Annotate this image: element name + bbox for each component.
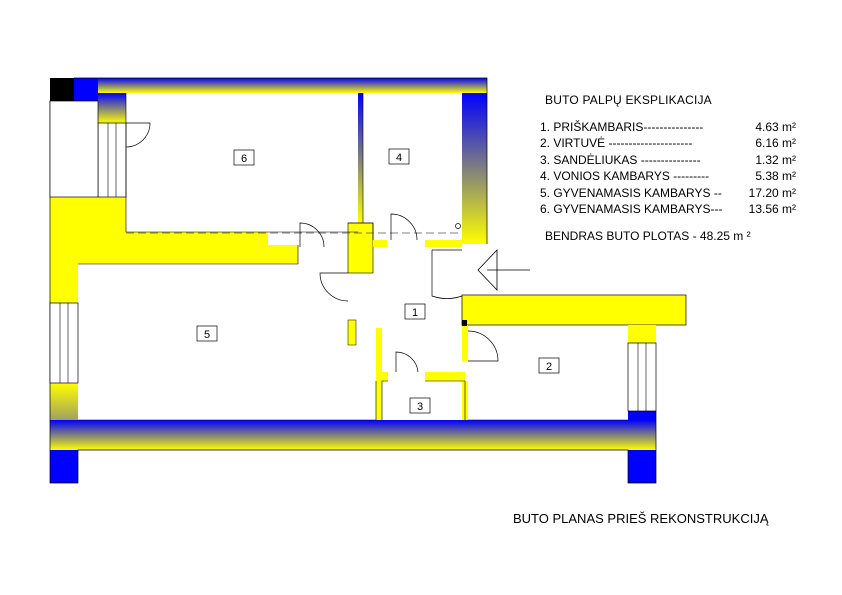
room-area: 4.63 m² (755, 120, 796, 134)
room-number-4: 4 (396, 152, 402, 164)
room-labels: 6 4 1 5 2 3 (196, 148, 560, 414)
room-number-2: 2 (546, 361, 552, 373)
room-area: 5.38 m² (755, 169, 796, 184)
window-right (627, 342, 657, 412)
exterior-walls (49, 77, 687, 484)
room-area: 1.32 m² (755, 152, 796, 167)
room-area: 6.16 m² (755, 136, 796, 151)
legend-title: BUTO PALPŲ EKSPLIKACIJA (545, 93, 712, 107)
room-number-1: 1 (412, 307, 418, 319)
list-item: 4. VONIOS KAMBARYS --------- 5.38 m² (540, 168, 796, 184)
window-left-upper (97, 122, 127, 198)
room-name: 4. VONIOS KAMBARYS --------- (540, 169, 710, 184)
entry-arrow-icon (477, 248, 530, 292)
windows (49, 100, 657, 412)
doors (125, 122, 499, 373)
list-item: 6. GYVENAMASIS KAMBARYS--- 13.56 m² (540, 201, 796, 217)
room-number-6: 6 (241, 153, 247, 165)
room-area: 17.20 m² (748, 185, 796, 200)
room-area-list: 1. PRIŠKAMBARIS--------------- 4.63 m² 2… (540, 119, 796, 217)
list-item: 5. GYVENAMASIS KAMBARYS -- 17.20 m² (540, 185, 796, 201)
room-name: 1. PRIŠKAMBARIS--------------- (540, 120, 704, 134)
room-number-5: 5 (204, 329, 210, 341)
list-item: 3. SANDĖLIUKAS --------------- 1.32 m² (540, 152, 796, 168)
room-name: 6. GYVENAMASIS KAMBARYS--- (540, 202, 723, 217)
balcony-frame (49, 100, 99, 198)
room-area: 13.56 m² (748, 202, 796, 217)
room-name: 2. VIRTUVĖ --------------------- (540, 136, 693, 151)
chimney-block (50, 78, 74, 101)
plan-title: BUTO PLANAS PRIEŠ REKONSTRUKCIJĄ (513, 511, 769, 526)
room-name: 5. GYVENAMASIS KAMBARYS -- (540, 185, 722, 200)
room-number-3: 3 (417, 401, 423, 413)
list-item: 2. VIRTUVĖ --------------------- 6.16 m² (540, 135, 796, 151)
window-left-lower (49, 302, 79, 384)
list-item: 1. PRIŠKAMBARIS--------------- 4.63 m² (540, 119, 796, 135)
room-name: 3. SANDĖLIUKAS --------------- (540, 152, 701, 167)
total-area: BENDRAS BUTO PLOTAS - 48.25 m ² (545, 229, 751, 243)
interior-walls (78, 93, 628, 421)
